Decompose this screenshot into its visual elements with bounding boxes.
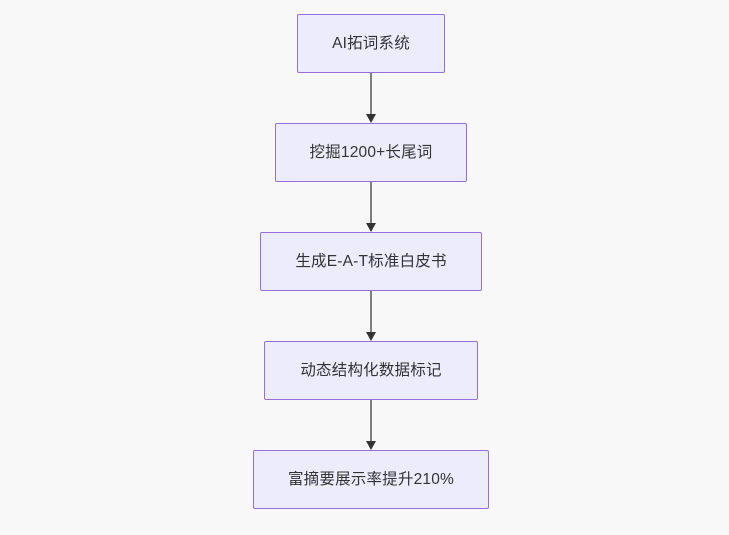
- flow-node-dynamic-structured-data[interactable]: 动态结构化数据标记: [264, 341, 478, 400]
- flow-node-generate-eat-whitepaper[interactable]: 生成E-A-T标准白皮书: [260, 232, 482, 291]
- flow-node-mine-longtail-keywords[interactable]: 挖掘1200+长尾词: [275, 123, 467, 182]
- flow-node-label: 富摘要展示率提升210%: [287, 470, 455, 488]
- edge-line: [370, 400, 372, 441]
- arrowhead-icon: [366, 223, 376, 232]
- edge-line: [370, 73, 372, 114]
- edge-n1-n2: [361, 73, 381, 123]
- flow-node-label: 挖掘1200+长尾词: [309, 143, 433, 161]
- flow-node-label: 生成E-A-T标准白皮书: [295, 252, 447, 270]
- arrowhead-icon: [366, 332, 376, 341]
- edge-line: [370, 182, 372, 223]
- edge-line: [370, 291, 372, 332]
- arrowhead-icon: [366, 114, 376, 123]
- arrowhead-icon: [366, 441, 376, 450]
- flow-node-ai-keyword-system[interactable]: AI拓词系统: [297, 14, 445, 73]
- edge-n3-n4: [361, 291, 381, 341]
- flow-node-label: AI拓词系统: [332, 34, 410, 52]
- edge-n4-n5: [361, 400, 381, 450]
- edge-n2-n3: [361, 182, 381, 232]
- flow-node-label: 动态结构化数据标记: [300, 361, 442, 379]
- flow-node-rich-snippet-uplift[interactable]: 富摘要展示率提升210%: [253, 450, 489, 509]
